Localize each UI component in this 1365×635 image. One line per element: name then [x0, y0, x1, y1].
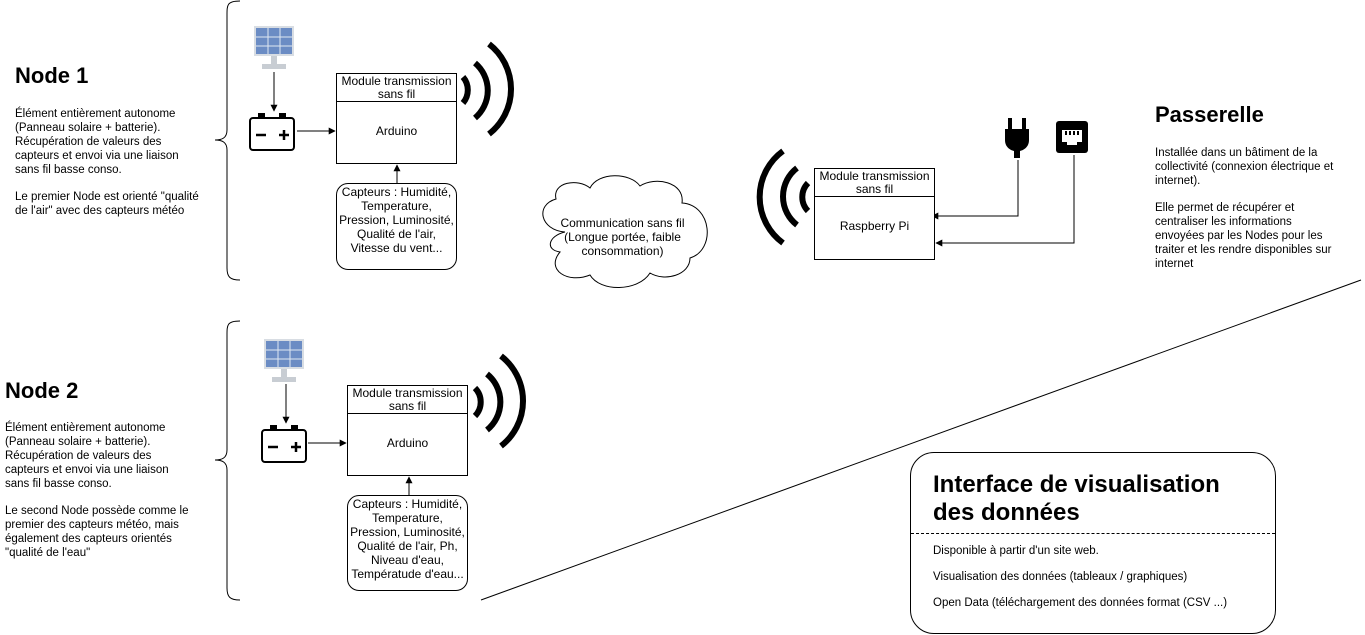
visualization-panel: Interface de visualisation des données D…	[910, 452, 1276, 634]
gateway-title: Passerelle	[1155, 102, 1264, 127]
node2-module-box: Module transmission sans fil Arduino	[347, 385, 468, 476]
gateway-module-box: Module transmission sans fil Raspberry P…	[814, 168, 935, 260]
node1-description: Élément entièrement autonome (Panneau so…	[15, 107, 205, 218]
wireless-signal-icon	[756, 148, 811, 246]
visualization-item: Open Data (téléchargement des données fo…	[933, 597, 1228, 609]
communication-label: Communication sans fil (Longue portée, f…	[560, 216, 685, 258]
visualization-divider	[911, 533, 1275, 534]
node2-desc-2: Le second Node possède comme le premier …	[5, 505, 189, 559]
gateway-desc-2: Elle permet de récupérer et centraliser …	[1155, 202, 1332, 270]
gateway-module-body: Raspberry Pi	[839, 219, 910, 233]
node2-module-body: Arduino	[386, 436, 429, 450]
wireless-signal-icon	[460, 41, 514, 137]
node1-module-header: Module transmission sans fil	[337, 74, 456, 102]
node2-brace	[214, 320, 241, 601]
ethernet-port-icon	[1056, 121, 1088, 153]
visualization-item: Disponible à partir d'un site web.	[933, 545, 1099, 557]
gateway-description: Installée dans un bâtiment de la collect…	[1155, 146, 1337, 271]
visualization-title: Interface de visualisation des données	[933, 471, 1220, 526]
node2-description: Élément entièrement autonome (Panneau so…	[5, 421, 195, 560]
node1-brace	[214, 0, 241, 281]
visualization-item: Visualisation des données (tableaux / gr…	[933, 571, 1188, 583]
battery-icon	[261, 425, 307, 463]
solar-panel-icon	[254, 26, 294, 69]
cloud-shape	[542, 175, 708, 288]
battery-icon	[249, 113, 295, 151]
gateway-desc-1: Installée dans un bâtiment de la collect…	[1155, 147, 1334, 187]
node2-module-header: Module transmission sans fil	[348, 386, 467, 414]
node1-module-body: Arduino	[375, 124, 418, 138]
node1-sensors-box: Capteurs : Humidité, Temperature, Pressi…	[336, 183, 457, 270]
solar-panel-icon	[264, 339, 304, 382]
node1-desc-1: Élément entièrement autonome (Panneau so…	[15, 108, 179, 176]
node1-title: Node 1	[15, 63, 89, 88]
separator-line	[480, 279, 1362, 601]
wireless-signal-icon	[472, 353, 526, 449]
node1-desc-2: Le premier Node est orienté "qualité de …	[15, 191, 199, 217]
node2-desc-1: Élément entièrement autonome (Panneau so…	[5, 422, 169, 490]
power-plug-icon	[1005, 118, 1029, 158]
node2-sensors-box: Capteurs : Humidité, Temperature, Pressi…	[347, 495, 468, 591]
node1-module-box: Module transmission sans fil Arduino	[336, 73, 457, 164]
gateway-module-header: Module transmission sans fil	[815, 169, 934, 197]
node2-title: Node 2	[5, 378, 79, 403]
